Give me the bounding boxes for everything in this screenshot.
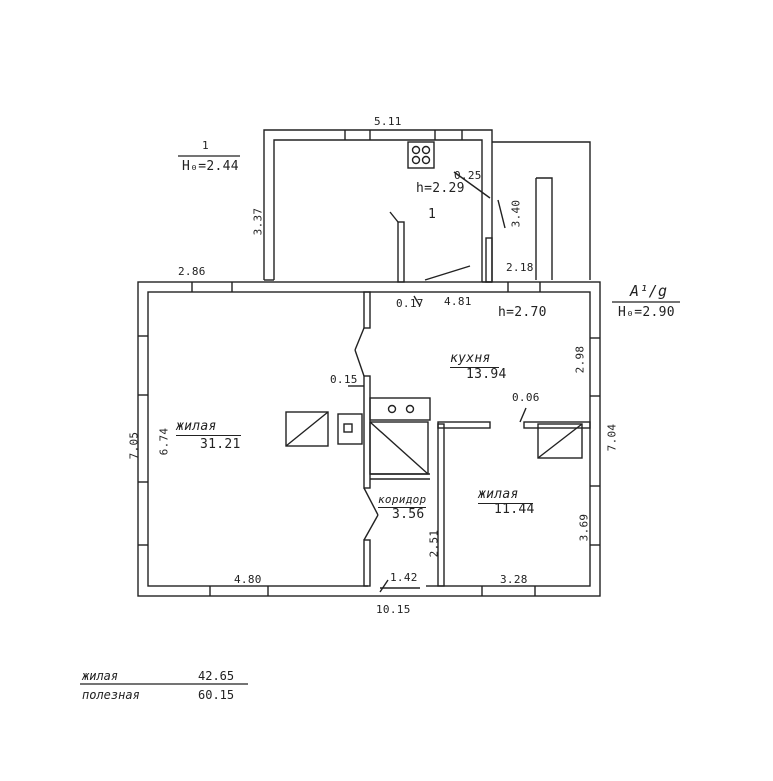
room-corridor-name-text: коридор [378,493,427,508]
dim-bottom-mid: 1.42 [390,571,418,584]
annex-walls [263,129,493,283]
room-corridor-name: коридор [378,493,427,508]
annex-stove [407,141,435,169]
room-living-small-area: 11.44 [494,502,535,517]
summary-useful-value: 60.15 [198,688,235,702]
room-living-large-name-text: жилая [176,419,241,436]
dim-top-mid: 4.81 [444,295,472,308]
annex-dim-right: 3.40 [509,199,523,228]
dim-top-small: 0.17 [396,297,424,310]
annex-dim-top: 5.11 [374,115,402,128]
summary-living-value: 42.65 [198,669,235,683]
dim-bottom-total: 10.15 [376,603,411,616]
annex-dim-diag: 0.25 [454,169,482,182]
interior-walls [354,291,591,587]
dim-top-right: 2.18 [506,261,534,274]
dim-top-left: 2.86 [178,265,206,278]
dim-bottom-left: 4.80 [234,573,262,586]
room-living-small-name: жилая [478,487,533,504]
house-ceiling-note: H₀=2.90 [618,305,675,320]
house-code: А¹/g [630,282,668,300]
annex-room-number: 1 [428,207,437,222]
dim-left-outer: 7.05 [127,431,141,460]
summary-living-label: жилая [82,669,119,683]
dim-wall-015: 0.15 [330,373,358,386]
dim-right-upper: 2.98 [573,345,587,374]
annex-height: h=2.29 [416,181,465,196]
room-kitchen-name: кухня [450,351,499,368]
room-living-small-name-text: жилая [478,487,533,504]
room-kitchen-area: 13.94 [466,367,507,382]
dim-bottom-right: 3.28 [500,573,528,586]
house-stove [285,397,583,475]
room-corridor-area: 3.56 [392,507,425,522]
room-kitchen-name-text: кухня [450,351,499,368]
room-living-large-name: жилая [176,419,241,436]
annex-note-number: 1 [202,139,209,152]
dim-right-lower: 3.69 [577,513,591,542]
annex-ceiling-note: H₀=2.44 [182,159,239,174]
dim-left-inner: 6.74 [157,427,171,456]
dim-right-outer: 7.04 [605,423,619,452]
room-living-large-area: 31.21 [200,437,241,452]
dim-wall-006: 0.06 [512,391,540,404]
summary-useful-label: полезная [82,688,140,702]
annex-dim-left: 3.37 [251,207,265,236]
dim-corridor-v: 2.51 [427,529,441,558]
annex-outline [492,141,591,280]
house-height: h=2.70 [498,305,547,320]
